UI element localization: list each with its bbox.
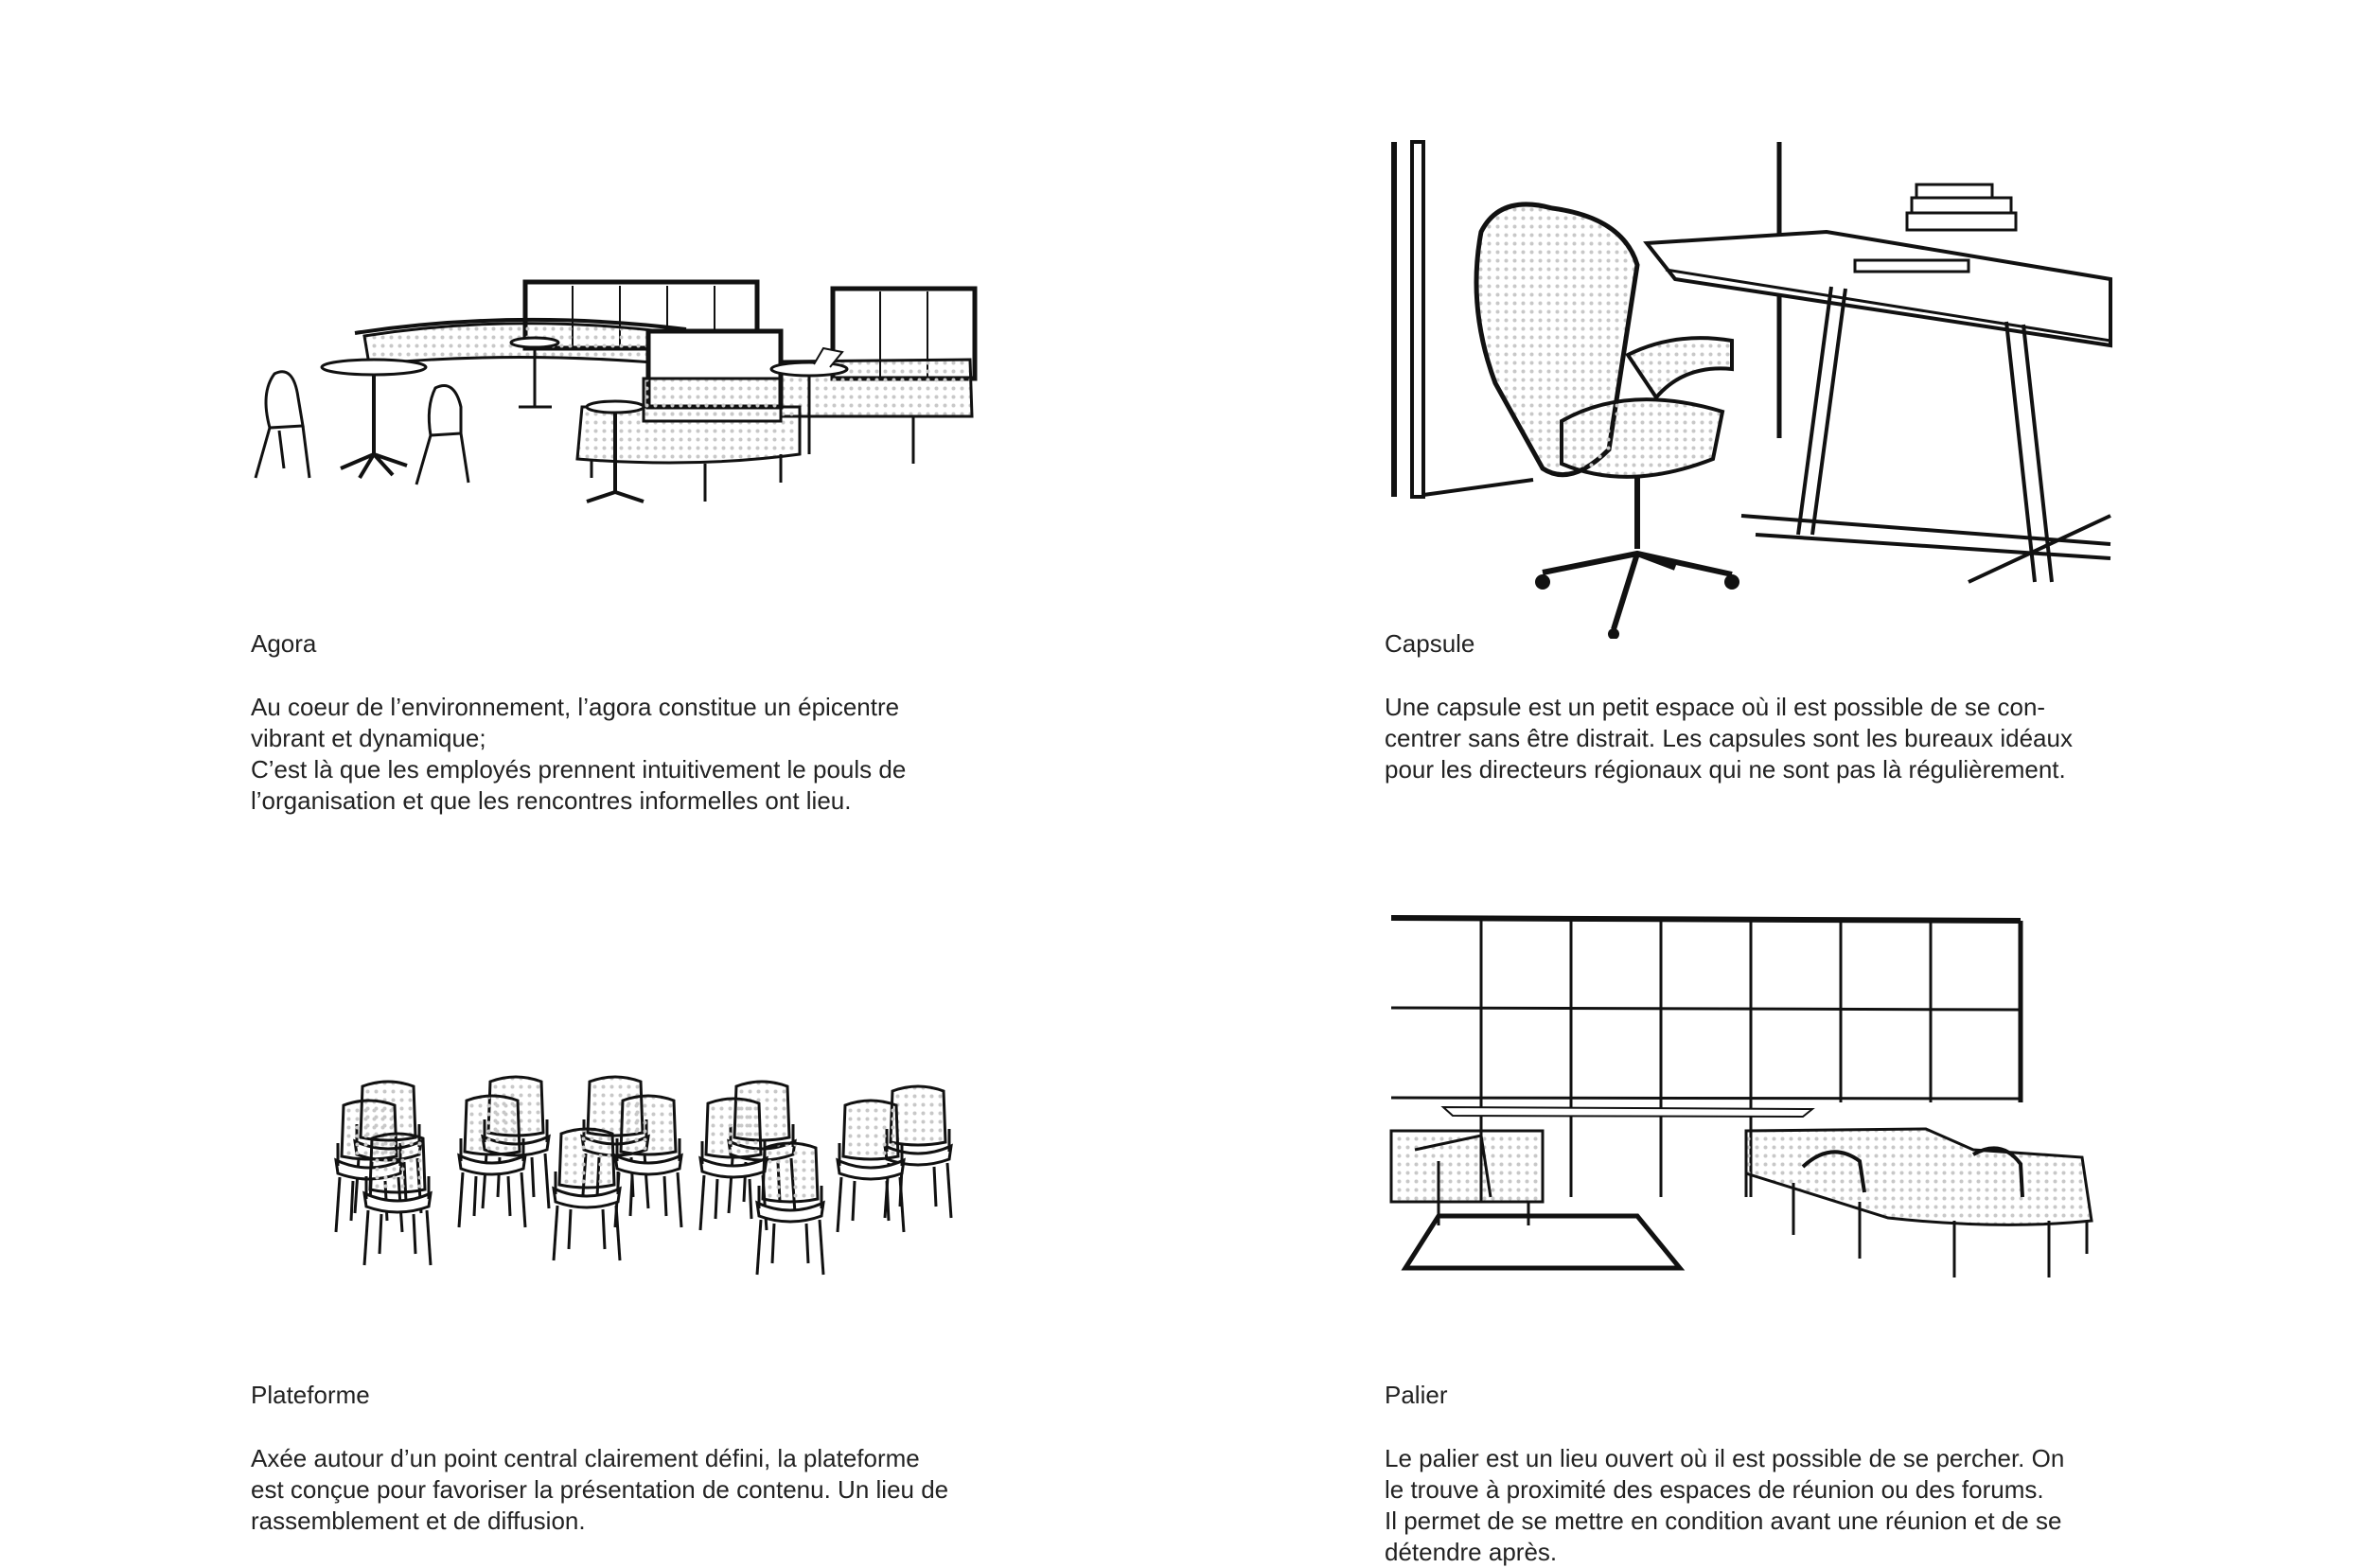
description-line: est conçue pour favoriser la présentatio… [251,1475,949,1504]
description-line: vibrant et dynamique; [251,724,486,752]
description-line: Axée autour d’un point central clairemen… [251,1444,920,1472]
description-line: pour les directeurs régionaux qui ne son… [1385,755,2066,784]
section-description-agora: Au coeur de l’environnement, l’agora con… [251,692,906,817]
description-line: centrer sans être distrait. Les capsules… [1385,724,2073,752]
description-line: le trouve à proximité des espaces de réu… [1385,1475,2044,1504]
description-line: détendre après. [1385,1538,1558,1566]
capsule-illustration [1391,137,2120,639]
description-line: Le palier est un lieu ouvert où il est p… [1385,1444,2065,1472]
plateforme-illustration [327,1069,961,1315]
description-line: Au coeur de l’environnement, l’agora con… [251,693,900,721]
section-title-plateforme: Plateforme [251,1381,370,1409]
description-line: Une capsule est un petit espace où il es… [1385,693,2046,721]
section-description-palier: Le palier est un lieu ouvert où il est p… [1385,1443,2064,1568]
agora-illustration [251,265,989,520]
description-line: C’est là que les employés prennent intui… [251,755,907,784]
palier-illustration [1386,913,2115,1292]
description-line: Il permet de se mettre en condition avan… [1385,1506,2062,1535]
section-title-capsule: Capsule [1385,629,1475,658]
description-line: rassemblement et de diffusion. [251,1506,586,1535]
section-title-agora: Agora [251,629,317,658]
section-description-plateforme: Axée autour d’un point central clairemen… [251,1443,948,1537]
section-title-palier: Palier [1385,1381,1448,1409]
description-line: l’organisation et que les rencontres inf… [251,786,852,815]
section-description-capsule: Une capsule est un petit espace où il es… [1385,692,2073,785]
